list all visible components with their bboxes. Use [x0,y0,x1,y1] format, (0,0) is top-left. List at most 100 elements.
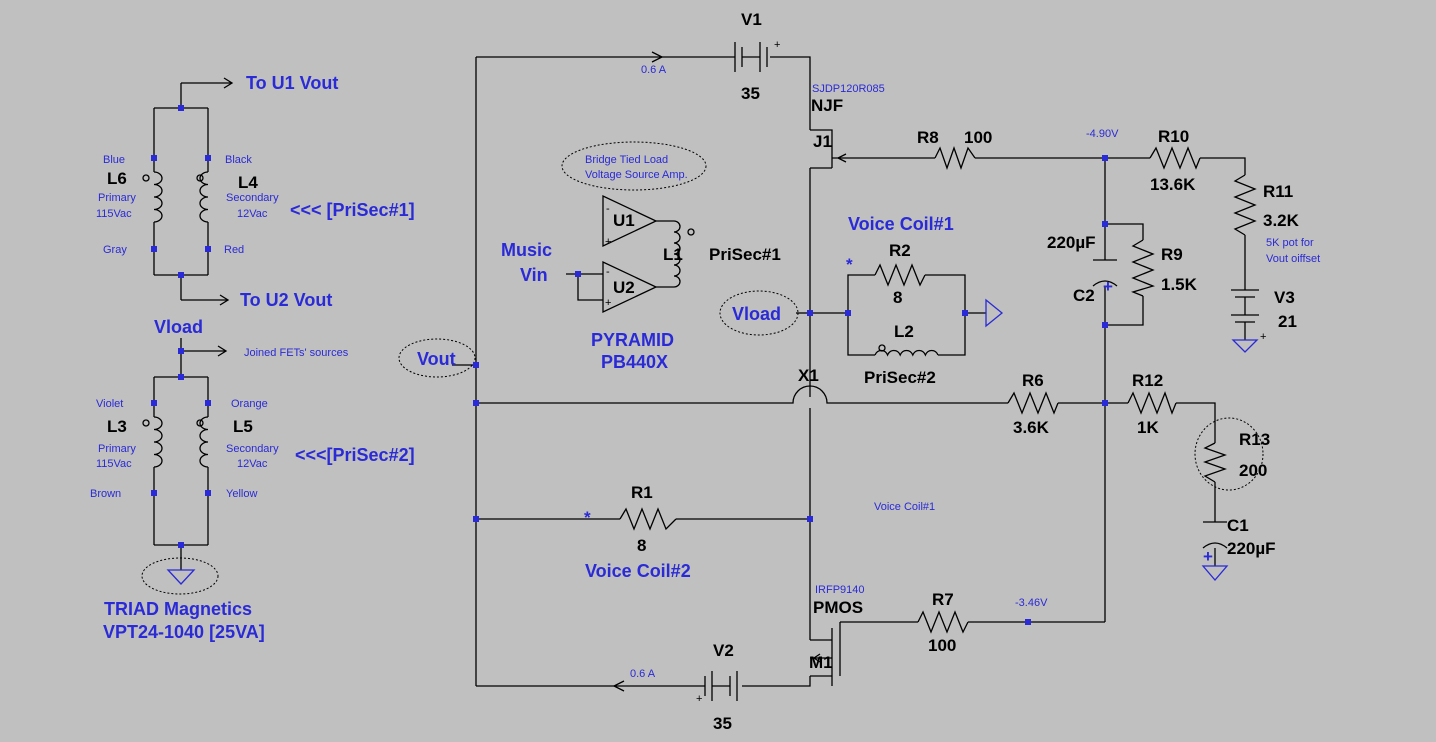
r10-value: 13.6K [1150,175,1196,194]
v1-plus: + [774,39,780,51]
probe-neg346: -3.46V [1015,597,1048,609]
v1-name: V1 [741,10,762,29]
battery-v1: V1 35 + 0.6 A [641,10,780,103]
c1-plus: + [1203,547,1213,566]
l6-role: Primary [98,192,136,204]
r1-value: 8 [637,536,646,555]
r11-value: 3.2K [1263,211,1300,230]
vload-label: Vload [732,304,781,324]
c2-plus: + [1103,277,1113,296]
resistor-r13: R13 200 [1194,417,1270,491]
m1-part: IRFP9140 [815,584,865,596]
jfet-j1: SJDP120R085 NJF J1 [810,83,885,169]
prisec1-label: <<< [PriSec#1] [290,200,415,220]
resistor-r10: R10 13.6K [1149,127,1201,194]
c1-name: C1 [1227,516,1249,535]
pin-brown-label: Brown [90,488,121,500]
vload-t2-label: Vload [154,317,203,337]
u2-label: U2 [613,278,635,297]
l3-name: L3 [107,417,127,436]
main-wires [452,51,1246,692]
v2-plus: + [696,693,702,705]
transformer-2: Vload Joined FETs' sources Violet Orange… [90,317,415,642]
voicecoil1-label: Voice Coil#1 [848,214,954,234]
pin-gray-label: Gray [103,244,127,256]
to-u2-label: To U2 Vout [240,290,332,310]
v3-name: V3 [1274,288,1295,307]
r1-dot: * [584,508,591,527]
r12-value: 1K [1137,418,1159,437]
j1-name: J1 [813,132,832,151]
music-label: Music [501,240,552,260]
r9-name: R9 [1161,245,1183,264]
v3-value: 21 [1278,312,1297,331]
l4-voltage: 12Vac [237,208,268,220]
resistor-r9: R9 1.5K [1131,239,1198,297]
inductor-l4-coil [199,171,209,223]
r8-value: 100 [964,128,992,147]
pin-violet-label: Violet [96,398,123,410]
probe-neg490: -4.90V [1086,128,1119,140]
l6-voltage: 115Vac [96,208,132,220]
v2-value: 35 [713,714,732,733]
inductor-l6-coil [153,171,163,223]
inductor-l2-coil [874,349,939,357]
to-u1-label: To U1 Vout [246,73,338,93]
resistor-r8: R8 100 [917,128,992,170]
capacitor-c2: 220µF C2 + [1047,233,1118,305]
l4-name: L4 [238,173,258,192]
r6-name: R6 [1022,371,1044,390]
voicecoil1-small-label: Voice Coil#1 [874,501,935,513]
inductor-l5-coil [199,416,209,468]
pin-yellow-label: Yellow [226,488,257,500]
prisec1-amp-label: PriSec#1 [709,245,781,264]
vout-label: Vout [417,349,456,369]
vin-label: Vin [520,265,548,285]
resistor-r7: R7 100 [917,590,969,655]
pyramid-label: PYRAMID [591,330,674,350]
battery-v2: V2 35 + 0.6 A [630,641,738,733]
pin-red-label: Red [224,244,244,256]
resistor-r11: R11 3.2K 5K pot for Vout oiffset [1233,174,1320,265]
r7-name: R7 [932,590,954,609]
r11-note-2: Vout oiffset [1266,253,1320,265]
l2-label: PriSec#2 [864,368,936,387]
l3-voltage: 115Vac [96,458,132,470]
transformer-1: To U1 Vout To U2 Vout Blue Black Gray Re… [96,73,415,310]
m1-type: PMOS [813,598,863,617]
prisec2-label: <<<[PriSec#2] [295,445,415,465]
voice-coil-1: Voice Coil#1 * R2 8 L2 PriSec#2 [846,214,1004,387]
junction-nodes [473,155,1108,625]
l5-role: Secondary [226,443,279,455]
inductor-l3-coil [153,416,163,468]
v3-plus: + [1260,331,1266,343]
v2-current: 0.6 A [630,668,656,680]
l6-name: L6 [107,169,127,188]
r7-value: 100 [928,636,956,655]
model-label: PB440X [601,352,668,372]
m1-name: M1 [809,653,833,672]
v1-value: 35 [741,84,760,103]
j1-part: SJDP120R085 [812,83,885,95]
r9-value: 1.5K [1161,275,1198,294]
r11-note-1: 5K pot for [1266,237,1314,249]
triad-part-label: VPT24-1040 [25VA] [103,622,265,642]
resistor-r6: R6 3.6K [1007,371,1059,437]
r2-dot: * [846,255,853,274]
c2-value: 220µF [1047,233,1096,252]
l5-name: L5 [233,417,253,436]
pin-blue-label: Blue [103,154,125,166]
voice-coil-2: * R1 8 Voice Coil#2 [584,483,691,581]
r2-value: 8 [893,288,902,307]
r11-name: R11 [1263,182,1293,201]
v2-name: V2 [713,641,734,660]
l2-name: L2 [894,322,914,341]
vload-node: Vload [719,290,810,336]
r13-name: R13 [1239,430,1270,449]
svg-text:-: - [606,266,610,278]
x1-label: X1 [798,366,819,385]
battery-v3: V3 21 + [1231,288,1297,353]
j1-type: NJF [811,96,843,115]
l5-voltage: 12Vac [237,458,268,470]
